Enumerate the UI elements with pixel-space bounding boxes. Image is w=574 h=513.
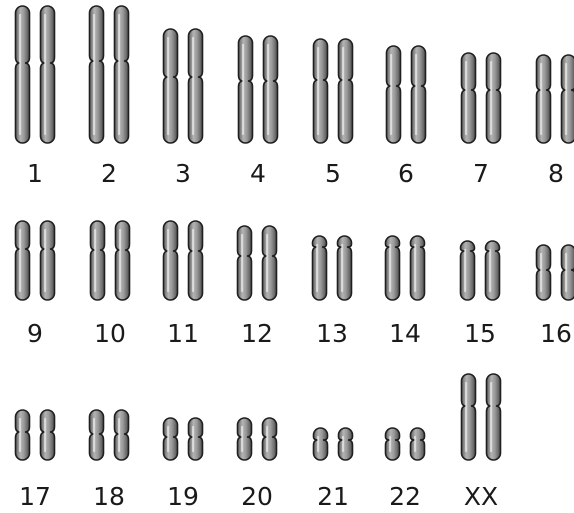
chromosome-4-b xyxy=(264,36,278,143)
chromosome-pair-label: 14 xyxy=(389,319,421,348)
chromosome-7-a xyxy=(462,53,476,143)
chromosome-7-b xyxy=(487,53,501,143)
chromosome-pair-label: 22 xyxy=(389,482,421,511)
chromosome-1-a xyxy=(16,6,30,143)
chromosome-18-a xyxy=(90,410,104,460)
chromosome-pair-15: 15 xyxy=(461,241,500,348)
chromosome-20-a xyxy=(238,418,252,460)
chromosome-pair-label: XX xyxy=(464,482,498,511)
chromosome-pair-19: 19 xyxy=(164,418,203,511)
chromosome-10-b xyxy=(116,221,130,300)
chromosome-pair-18: 18 xyxy=(90,410,129,511)
chromosome-16-b xyxy=(562,245,574,300)
chromosome-pair-13: 13 xyxy=(313,236,352,348)
chromosome-16-a xyxy=(537,245,551,300)
chromosome-17-a xyxy=(16,410,30,460)
chromosome-pair-17: 17 xyxy=(16,410,55,511)
chromosome-15-b xyxy=(486,241,500,300)
chromosome-13-a xyxy=(313,236,327,300)
chromosome-pair-label: 11 xyxy=(167,319,199,348)
chromosome-pair-21: 21 xyxy=(314,428,353,511)
chromosome-pair-5: 5 xyxy=(314,39,353,188)
chromosome-pair-label: 16 xyxy=(540,319,572,348)
chromosome-xx-b xyxy=(487,374,501,460)
chromosome-pair-16: 16 xyxy=(537,245,574,348)
chromosome-6-b xyxy=(412,46,426,143)
chromosome-15-a xyxy=(461,241,475,300)
chromosome-pair-10: 10 xyxy=(91,221,130,348)
chromosome-14-b xyxy=(411,236,425,300)
chromosome-14-a xyxy=(386,236,400,300)
chromosome-pair-label: 18 xyxy=(93,482,125,511)
chromosome-pair-label: 5 xyxy=(325,159,341,188)
chromosome-4-a xyxy=(239,36,253,143)
chromosome-21-a xyxy=(314,428,328,460)
chromosome-8-a xyxy=(537,55,551,143)
chromosome-17-b xyxy=(41,410,55,460)
chromosome-9-b xyxy=(41,221,55,300)
chromosome-2-a xyxy=(90,6,104,143)
chromosome-pair-22: 22 xyxy=(386,428,425,511)
chromosome-pair-label: 10 xyxy=(94,319,126,348)
chromosome-19-a xyxy=(164,418,178,460)
chromosome-pair-xx: XX xyxy=(462,374,501,511)
chromosome-pair-4: 4 xyxy=(239,36,278,188)
chromosome-pair-label: 1 xyxy=(27,159,43,188)
chromosome-18-b xyxy=(115,410,129,460)
chromosome-22-a xyxy=(386,428,400,460)
chromosome-11-b xyxy=(189,221,203,300)
chromosome-pair-2: 2 xyxy=(90,6,129,188)
chromosome-xx-a xyxy=(462,374,476,460)
chromosome-2-b xyxy=(115,6,129,143)
chromosome-5-b xyxy=(339,39,353,143)
chromosome-8-b xyxy=(562,55,574,143)
chromosome-3-a xyxy=(164,29,178,143)
chromosome-10-a xyxy=(91,221,105,300)
chromosome-20-b xyxy=(263,418,277,460)
chromosome-pair-label: 13 xyxy=(316,319,348,348)
chromosome-pair-8: 8 xyxy=(537,55,574,188)
chromosome-pair-6: 6 xyxy=(387,46,426,188)
chromosome-12-b xyxy=(263,226,277,300)
chromosome-pair-label: 7 xyxy=(473,159,489,188)
chromosome-21-b xyxy=(339,428,353,460)
chromosome-1-b xyxy=(41,6,55,143)
chromosome-pair-3: 3 xyxy=(164,29,203,188)
chromosome-pair-label: 21 xyxy=(317,482,349,511)
chromosome-pair-label: 20 xyxy=(241,482,273,511)
chromosome-pair-label: 15 xyxy=(464,319,496,348)
chromosome-pair-label: 8 xyxy=(548,159,564,188)
chromosome-pair-1: 1 xyxy=(16,6,55,188)
chromosome-pair-label: 4 xyxy=(250,159,266,188)
chromosome-pair-9: 9 xyxy=(16,221,55,348)
chromosome-pair-label: 6 xyxy=(398,159,414,188)
chromosome-11-a xyxy=(164,221,178,300)
chromosome-22-b xyxy=(411,428,425,460)
chromosome-12-a xyxy=(238,226,252,300)
chromosome-pair-label: 3 xyxy=(175,159,191,188)
chromosome-pair-label: 9 xyxy=(27,319,43,348)
chromosome-pair-label: 2 xyxy=(101,159,117,188)
chromosome-5-a xyxy=(314,39,328,143)
chromosome-pair-20: 20 xyxy=(238,418,277,511)
chromosome-pair-11: 11 xyxy=(164,221,203,348)
chromosome-13-b xyxy=(338,236,352,300)
chromosome-pair-12: 12 xyxy=(238,226,277,348)
chromosome-3-b xyxy=(189,29,203,143)
chromosome-19-b xyxy=(189,418,203,460)
chromosome-6-a xyxy=(387,46,401,143)
chromosome-pair-7: 7 xyxy=(462,53,501,188)
chromosome-pair-label: 17 xyxy=(19,482,51,511)
chromosome-pair-14: 14 xyxy=(386,236,425,348)
chromosome-9-a xyxy=(16,221,30,300)
chromosome-pair-label: 12 xyxy=(241,319,273,348)
chromosome-pair-label: 19 xyxy=(167,482,199,511)
